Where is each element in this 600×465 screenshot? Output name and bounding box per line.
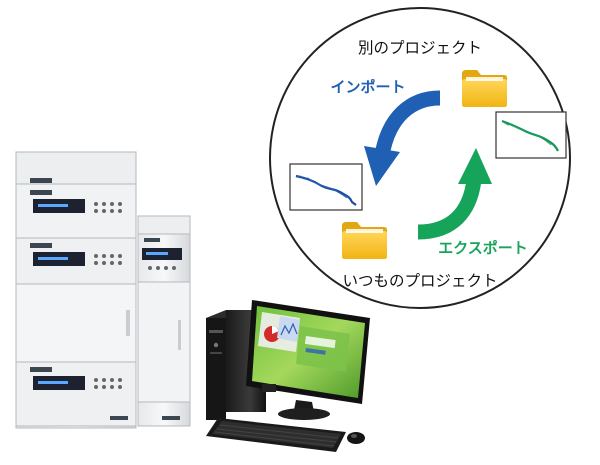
- other-project-label: 別のプロジェクト: [358, 39, 482, 57]
- pc-mouse: [347, 432, 365, 444]
- hplc-instrument-icon: [15, 151, 191, 429]
- usual-project-label: いつものプロジェクト: [342, 272, 497, 290]
- export-label: エクスポート: [438, 239, 528, 257]
- pc-peripheral: [262, 384, 276, 392]
- pc-monitor: [246, 300, 370, 420]
- folder-icon: [342, 222, 387, 259]
- export-arrow: [417, 148, 492, 240]
- chromatogram-thumbnail-blue: [289, 163, 363, 211]
- desktop-computer-icon: [206, 300, 370, 452]
- pc-keyboard: [206, 418, 346, 452]
- import-label: インポート: [330, 78, 405, 96]
- folder-icon: [462, 70, 507, 107]
- chromatogram-thumbnail-green: [495, 111, 567, 159]
- import-arrow: [364, 90, 441, 186]
- hplc-side-unit: [137, 215, 191, 427]
- hplc-main-stack: [15, 151, 137, 429]
- pc-tower: [206, 310, 266, 420]
